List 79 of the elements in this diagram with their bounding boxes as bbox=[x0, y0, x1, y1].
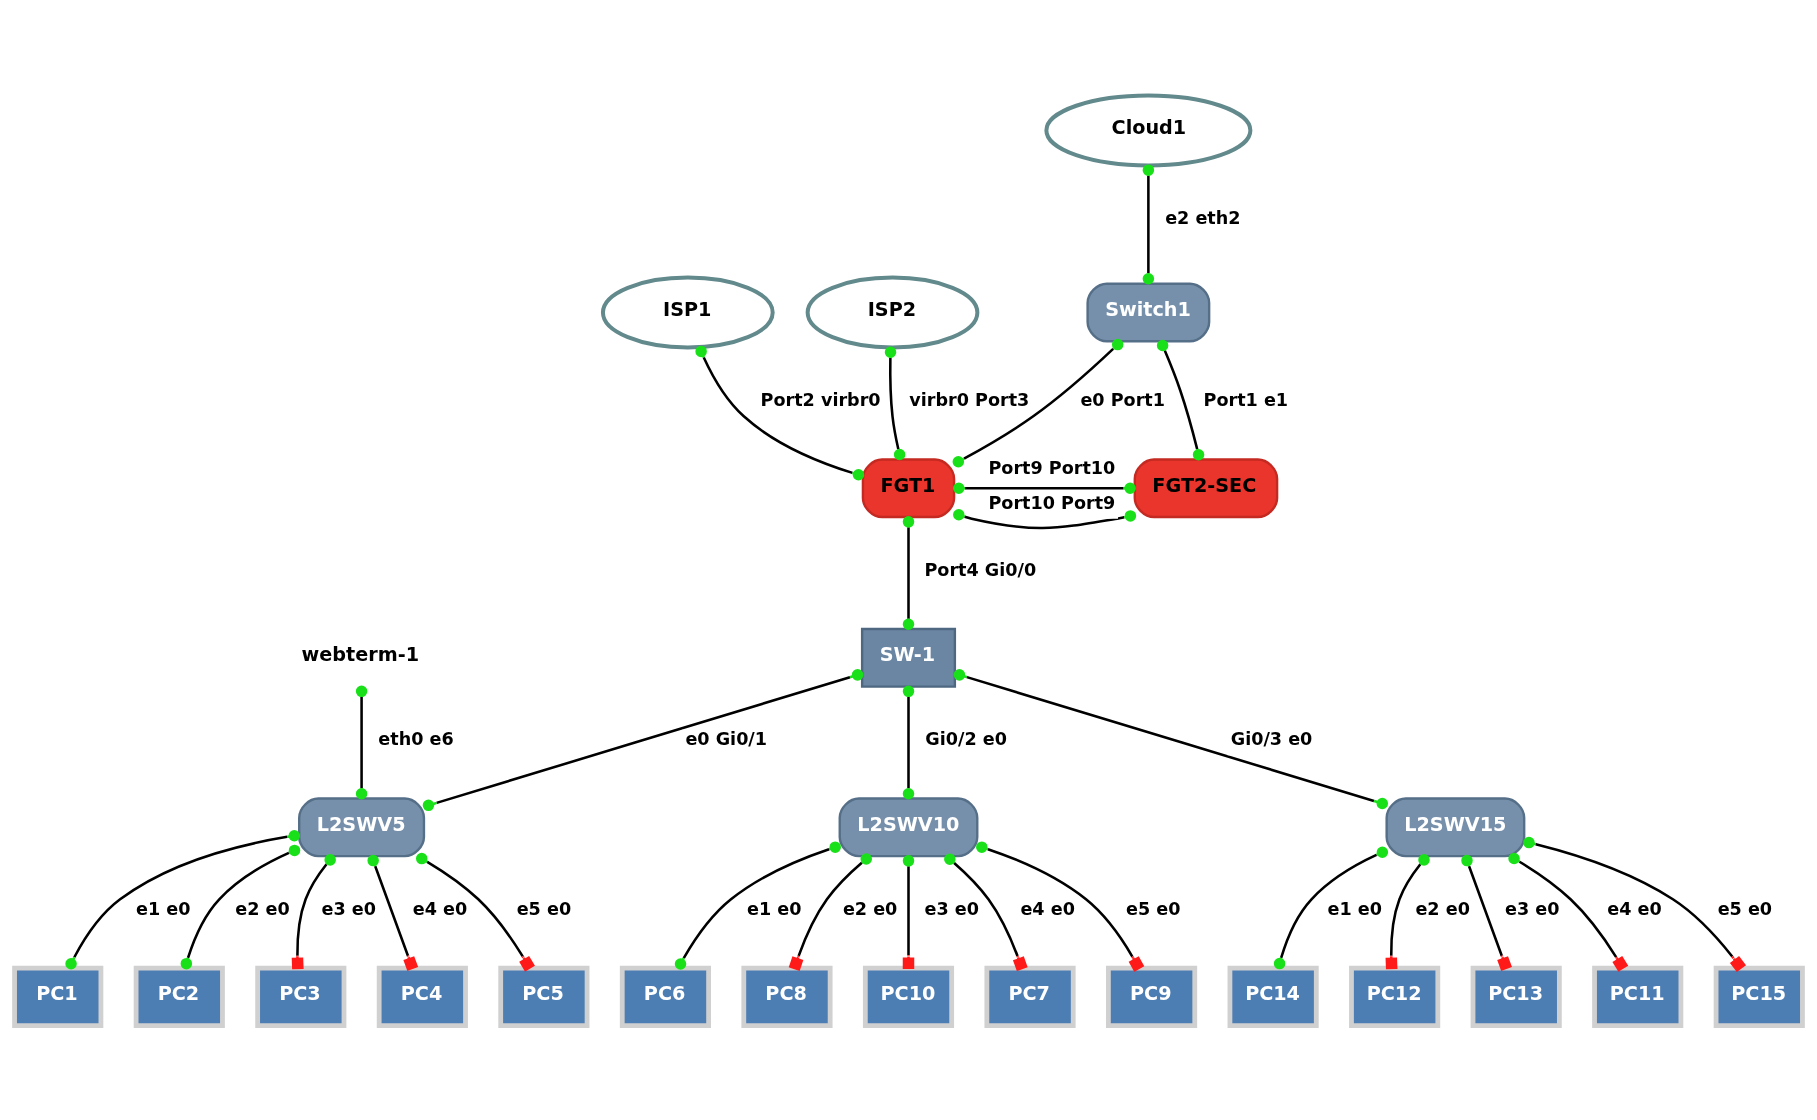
node-box: PC8 bbox=[741, 965, 833, 1028]
node-box: PC14 bbox=[1227, 965, 1319, 1028]
edge-label: e4 e0 bbox=[412, 898, 468, 919]
connector bbox=[902, 854, 915, 969]
connector bbox=[1142, 163, 1155, 285]
node-box: Switch1 bbox=[1086, 282, 1211, 342]
node-box: SW-1 bbox=[860, 627, 957, 688]
edge-label: e5 e0 bbox=[1717, 898, 1773, 919]
node-box: PC5 bbox=[498, 965, 590, 1028]
node-box: PC2 bbox=[133, 965, 225, 1028]
edge-label: Port9 Port10 bbox=[988, 457, 1116, 478]
connector bbox=[291, 853, 336, 969]
node-box: PC11 bbox=[1592, 965, 1684, 1028]
connector bbox=[1385, 853, 1430, 969]
edge-label: Port2 virbr0 bbox=[760, 389, 881, 410]
edge-label: e3 e0 bbox=[1504, 898, 1560, 919]
connector bbox=[180, 844, 301, 969]
node-box: PC12 bbox=[1349, 965, 1441, 1028]
edge-label: e3 e0 bbox=[321, 898, 377, 919]
edge-label: Gi0/2 e0 bbox=[925, 728, 1007, 749]
node-box: FGT2-SEC bbox=[1133, 457, 1279, 518]
node-text: webterm-1 bbox=[301, 642, 420, 666]
node-box: L2SWV15 bbox=[1385, 796, 1526, 857]
connector bbox=[953, 482, 1136, 494]
edge-label: e1 e0 bbox=[746, 898, 802, 919]
edge-label: e4 e0 bbox=[1020, 898, 1075, 919]
node-box: PC6 bbox=[619, 965, 711, 1028]
node-box: PC4 bbox=[376, 965, 468, 1028]
node-ellipse: Cloud1 bbox=[1044, 93, 1253, 167]
connector bbox=[976, 840, 1145, 972]
edge-label: e3 e0 bbox=[924, 898, 979, 919]
connector bbox=[674, 840, 841, 970]
connector bbox=[1523, 836, 1747, 972]
connector bbox=[953, 668, 1389, 809]
node-box: PC9 bbox=[1106, 965, 1198, 1028]
node-box: L2SWV10 bbox=[838, 796, 979, 857]
edge-label: eth0 e6 bbox=[378, 728, 454, 749]
node-box: FGT1 bbox=[861, 457, 956, 518]
connector bbox=[953, 508, 1137, 529]
node-box: PC3 bbox=[255, 965, 347, 1028]
connector bbox=[1461, 854, 1512, 971]
connector bbox=[367, 854, 419, 971]
edge-label: Port1 e1 bbox=[1203, 389, 1289, 410]
edge-label: e0 Gi0/1 bbox=[685, 728, 768, 749]
edge-label: Port4 Gi0/0 bbox=[924, 559, 1037, 580]
edge-label: e1 e0 bbox=[1327, 898, 1382, 919]
edge-label: e2 e0 bbox=[842, 898, 898, 919]
connector bbox=[355, 685, 368, 799]
connector bbox=[952, 338, 1124, 467]
connector bbox=[902, 685, 915, 799]
node-box: PC1 bbox=[12, 965, 104, 1028]
edge-label: Port10 Port9 bbox=[988, 492, 1116, 513]
node-box: PC15 bbox=[1713, 965, 1805, 1028]
node-ellipse: ISP2 bbox=[805, 275, 980, 349]
connector bbox=[415, 852, 535, 972]
connector bbox=[695, 345, 865, 480]
edge-label: Gi0/3 e0 bbox=[1230, 728, 1313, 749]
edge-label: e5 e0 bbox=[1125, 898, 1181, 919]
node-box: PC10 bbox=[862, 965, 955, 1028]
edge-label: e2 e0 bbox=[235, 898, 290, 919]
connector bbox=[944, 853, 1028, 971]
connector bbox=[1508, 852, 1629, 972]
node-ellipse: ISP1 bbox=[600, 275, 775, 349]
edge-label: e1 e0 bbox=[136, 898, 191, 919]
node-box: PC13 bbox=[1470, 965, 1562, 1028]
edge-label: e2 e0 bbox=[1415, 898, 1470, 919]
node-box: PC7 bbox=[984, 965, 1076, 1028]
edge-label: virbr0 Port3 bbox=[909, 389, 1030, 410]
connector bbox=[1156, 339, 1205, 460]
connector bbox=[788, 852, 872, 971]
connector bbox=[902, 515, 915, 630]
connector bbox=[422, 668, 864, 811]
edge-label: e5 e0 bbox=[516, 898, 572, 919]
connector bbox=[65, 829, 301, 969]
connector bbox=[884, 346, 906, 460]
edge-label: e0 Port1 bbox=[1080, 389, 1165, 410]
edge-label: e4 e0 bbox=[1607, 898, 1662, 919]
node-box: L2SWV5 bbox=[298, 796, 426, 857]
edge-label: e2 eth2 bbox=[1165, 207, 1241, 228]
